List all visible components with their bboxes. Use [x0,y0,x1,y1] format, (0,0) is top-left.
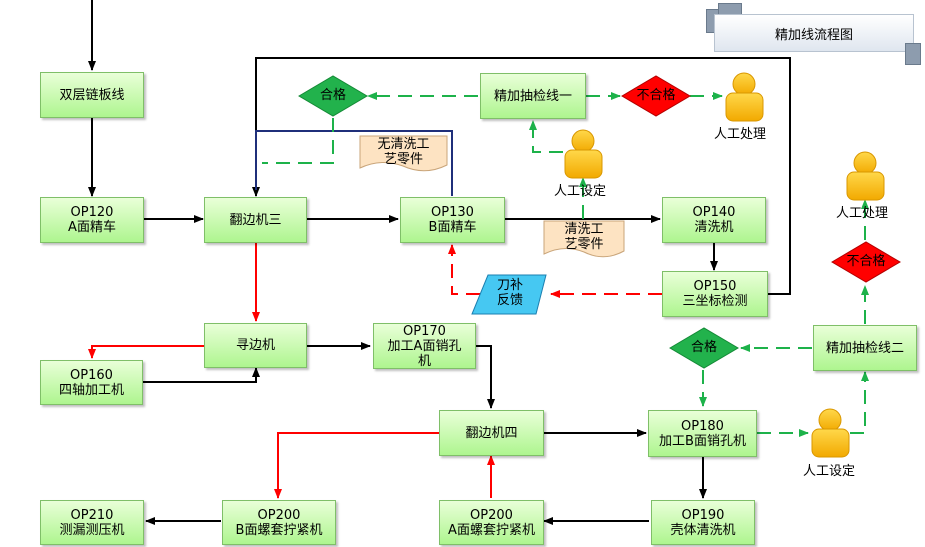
box-code: OP200 [470,507,513,523]
box-op170[interactable]: OP170 加工A面销孔 机 [373,323,476,369]
pass-diamond-2-label: 合格 [690,340,717,355]
person-icon-manual-set-1 [564,129,603,179]
arrow-xunbian-to-op160 [88,345,204,359]
box-label: B面精车 [428,220,477,235]
box-xunbian[interactable]: 寻边机 [204,323,307,368]
box-op150[interactable]: OP150 三坐标检测 [662,271,768,317]
fail-diamond-2-label: 不合格 [846,254,886,269]
chart-title: 精加线流程图 [714,14,914,52]
box-op200b[interactable]: OP200 B面螺套拧紧机 [222,500,336,545]
box-label: 精加抽检线二 [825,340,904,356]
doc-line-2: 艺零件 [564,237,604,252]
manual-process-1-label: 人工处理 [714,127,767,142]
box-label: 精加抽检线一 [493,88,572,104]
doc-line-1: 清洗工 [564,222,604,237]
box-label: 加工B面销孔机 [659,433,746,449]
feedback-label: 刀补 反馈 [478,278,542,308]
box-label: 清洗机 [694,220,734,235]
box-label: 四轴加工机 [58,382,124,398]
box-chouian2[interactable]: 精加抽检线二 [813,325,917,371]
box-shuangceng[interactable]: 双层链板线 [40,72,144,118]
pass-diamond-1 [298,75,368,117]
box-fanbian4[interactable]: 翻边机四 [439,410,544,456]
box-label: A面螺套拧紧机 [448,522,535,538]
doc-line-1: 无清洗工 [377,137,430,152]
person-icon-manual-process-1 [725,72,764,122]
box-label: 双层链板线 [59,87,125,103]
chart-title-text: 精加线流程图 [774,27,853,43]
manual-process-2-label: 人工处理 [836,206,889,221]
box-op140[interactable]: OP140 清洗机 [662,197,766,243]
box-label: 翻边机三 [229,212,282,228]
document-no-clean [359,135,448,172]
arrow-op150-loop-to-fanbian3 [252,57,791,295]
navy-line-op130-to-pass1 [255,130,453,196]
box-label: A面精车 [68,220,116,235]
fail-diamond-1 [621,75,691,117]
arrow-op170-to-fanbian4 [476,345,495,409]
box-code: OP140 [692,205,736,220]
title-corner-bottom [905,43,921,65]
box-label: 加工A面销孔 [387,338,462,354]
document-no-clean-label: 无清洗工 艺零件 [360,137,447,167]
arrow-set2-to-chouian2 [850,371,869,434]
reject-arrows [88,243,495,499]
document-clean-label: 清洗工 艺零件 [544,222,624,252]
manual-set-1-label: 人工设定 [554,184,607,199]
box-code: OP210 [70,507,114,523]
arrow-pass1-to-fanbian3 [262,118,334,164]
box-label: 壳体清洗机 [670,522,736,538]
box-code: OP180 [681,418,724,434]
box-label: 三坐标检测 [682,294,748,309]
box-code: OP200 [257,507,301,523]
fail-diamond-2 [831,241,901,283]
box-fanbian3[interactable]: 翻边机三 [204,197,307,243]
person-icon-manual-process-2 [846,151,885,201]
doc-line-2: 艺零件 [383,152,423,167]
box-label: 寻边机 [235,338,275,353]
pass-diamond-1-label: 合格 [319,88,346,103]
box-op180[interactable]: OP180 加工B面销孔机 [648,410,757,457]
box-label: 测漏测压机 [59,522,125,538]
arrow-set1-to-chouian1 [529,120,563,153]
box-code: OP120 [70,205,114,220]
fail-diamond-1-label: 不合格 [636,88,676,103]
box-op190[interactable]: OP190 壳体清洗机 [651,500,755,545]
person-icon-manual-set-2 [811,408,850,458]
box-code: OP160 [70,367,113,383]
feedback-line-2: 反馈 [496,293,523,308]
inspection-arrows [262,92,869,437]
arrow-fanbian4-to-op200b [274,432,439,499]
box-op200a[interactable]: OP200 A面螺套拧紧机 [439,500,544,545]
pass-diamond-2 [669,327,739,369]
box-code: OP130 [431,205,474,220]
box-label: 翻边机四 [465,425,518,441]
feedback-parallelogram [471,274,547,315]
box-op120[interactable]: OP120 A面精车 [40,197,144,243]
feedback-line-1: 刀补 [496,278,523,293]
box-code: OP170 [403,323,446,339]
box-chouian1[interactable]: 精加抽检线一 [480,73,586,119]
box-code: OP150 [693,279,737,294]
manual-set-2-label: 人工设定 [803,464,856,479]
box-op130[interactable]: OP130 B面精车 [400,197,505,243]
box-label-cont: 机 [417,353,431,369]
arrow-op160-to-xunbian [143,367,260,383]
box-op160[interactable]: OP160 四轴加工机 [40,360,143,405]
document-clean [543,220,625,258]
box-label: B面螺套拧紧机 [235,522,323,538]
box-op210[interactable]: OP210 测漏测压机 [40,500,144,545]
box-code: OP190 [681,507,725,523]
dashed-feedback-loop [448,244,480,295]
